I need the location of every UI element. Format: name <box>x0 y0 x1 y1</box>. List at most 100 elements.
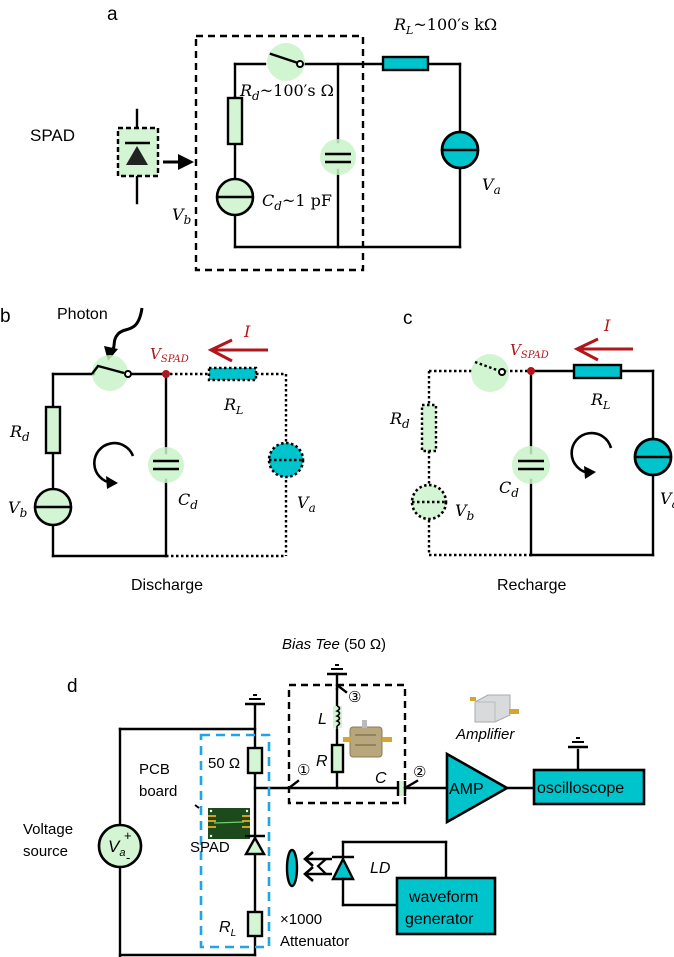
bias-tee-box <box>287 683 407 805</box>
panel-b-label: b <box>0 306 11 327</box>
voltage-source-line1: Voltage <box>23 821 73 838</box>
ground-icon <box>568 737 588 749</box>
r-label: R <box>316 753 328 770</box>
pcb-label-line2: board <box>139 783 177 800</box>
rd-resistor <box>226 96 244 146</box>
spad-label: SPAD <box>190 839 230 856</box>
vspad-label: VSPAD <box>150 345 189 365</box>
c-label: C <box>375 770 387 787</box>
pcb-pointer <box>194 804 200 809</box>
cd-capacitor <box>325 152 351 164</box>
bias-tee-label: Bias Tee (50 Ω) <box>282 636 386 653</box>
pcb-label-line1: PCB <box>139 761 170 778</box>
voltage-source-line2: source <box>23 843 68 860</box>
loop-arrow-icon <box>570 431 613 479</box>
inductor-l <box>333 705 342 730</box>
vb-source-inactive <box>410 483 448 521</box>
photon-arrow-icon <box>104 307 144 361</box>
panel-c-label: c <box>403 308 413 329</box>
rd-label: Rd <box>389 409 410 431</box>
oscilloscope-label: oscilloscope <box>537 780 624 797</box>
arrow-icon <box>163 154 194 170</box>
spad-symbol <box>116 108 160 205</box>
rl-resistor <box>246 910 264 938</box>
resistor-50-ohm <box>246 746 264 775</box>
va-source <box>440 130 480 170</box>
rd-resistor-inactive <box>420 403 438 453</box>
circuit-b-inactive-wires <box>166 372 288 558</box>
port3-label: ③ <box>348 689 361 706</box>
spad-label: SPAD <box>30 126 75 145</box>
amp-block <box>445 751 510 825</box>
panel-a-label: a <box>107 4 118 25</box>
cd-label: Cd <box>499 478 519 500</box>
pcb-board-box <box>199 733 271 949</box>
rl-label: RL <box>219 919 236 939</box>
circuit-b-wires <box>51 372 168 558</box>
vb-label: Vb <box>172 205 191 227</box>
cd-capacitor <box>518 459 544 471</box>
spad-equivalent-box <box>194 34 365 272</box>
switch-icon <box>269 52 304 68</box>
va-label: Va <box>482 175 501 197</box>
current-arrow-icon <box>207 338 268 363</box>
rl-annotation: RL~100′s kΩ <box>393 15 497 37</box>
switch-highlight <box>267 43 305 81</box>
waveform-generator-block <box>395 876 497 936</box>
discharge-caption: Discharge <box>131 577 203 594</box>
waveform-line2: generator <box>405 911 474 928</box>
circuit-a-wires <box>233 62 462 249</box>
panel-d-label: d <box>67 676 78 697</box>
attenuator-line2: Attenuator <box>280 933 349 950</box>
l-label: L <box>318 711 327 728</box>
circuit-c-wires <box>529 369 655 557</box>
circuit-c-inactive-wires <box>427 369 531 557</box>
light-emission-icon <box>303 851 332 882</box>
capacitor-highlight <box>320 139 356 175</box>
rd-annotation: Rd~100′s Ω <box>239 81 334 103</box>
cd-capacitor <box>153 459 179 471</box>
attenuator-lens <box>285 848 299 888</box>
port2-label: ② <box>413 764 426 781</box>
resistor-50-label: 50 Ω <box>208 755 240 772</box>
laser-diode-icon <box>331 840 448 907</box>
plus-sign: + <box>124 828 132 843</box>
oscilloscope-block <box>532 768 646 806</box>
switch-open-icon <box>474 360 506 376</box>
panel-a: a SPAD <box>30 4 501 272</box>
minus-sign: - <box>126 850 130 865</box>
va-label: Va <box>660 489 674 511</box>
resistor-r <box>330 743 345 774</box>
voltage-source-va <box>97 823 143 869</box>
vb-source <box>33 487 73 527</box>
ground-icon <box>327 664 347 691</box>
cd-annotation: Cd~1 pF <box>262 191 332 213</box>
va-source <box>633 437 673 477</box>
port2-marker <box>403 779 419 790</box>
rd-label: Rd <box>9 422 30 444</box>
pcb-board-image <box>208 808 250 839</box>
amp-label: AMP <box>449 781 484 798</box>
switch-closed-icon <box>91 364 132 378</box>
amplifier-image <box>470 694 519 723</box>
panel-b: b Photon VSPAD <box>0 306 316 594</box>
vb-label: Vb <box>8 498 27 520</box>
va-source-inactive <box>267 441 305 479</box>
current-label: I <box>243 322 251 341</box>
vb-label: Vb <box>455 501 474 523</box>
current-label: I <box>603 316 611 335</box>
port1-label: ① <box>297 762 310 779</box>
amplifier-label: Amplifier <box>455 726 515 743</box>
rl-label: RL <box>590 390 610 412</box>
rl-resistor-inactive <box>207 366 258 382</box>
waveform-line1: waveform <box>408 889 478 906</box>
bias-tee-image <box>343 720 392 758</box>
capacitor-highlight <box>512 446 550 484</box>
spad-diode-icon <box>243 834 267 856</box>
rl-resistor <box>381 55 430 72</box>
panel-c: c VSPAD I <box>389 308 674 594</box>
ground-icon <box>245 694 265 706</box>
recharge-caption: Recharge <box>497 577 566 594</box>
